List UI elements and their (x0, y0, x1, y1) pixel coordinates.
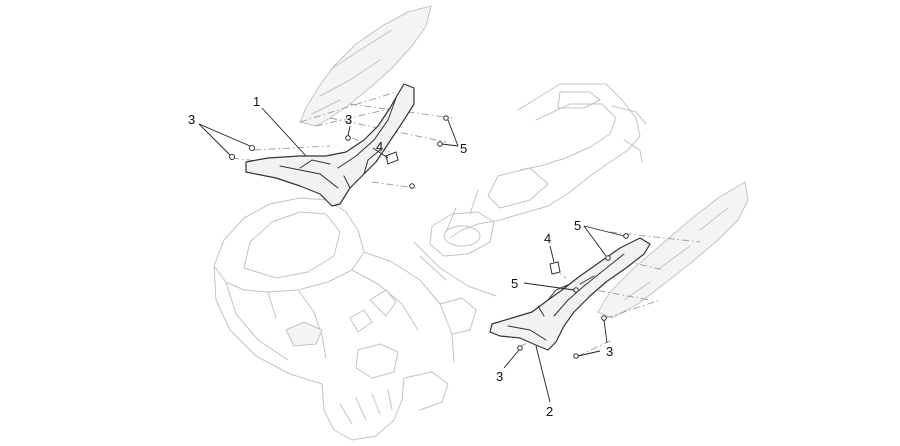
ghost-front-fairing (213, 197, 477, 441)
screw-5-upper-b (437, 141, 443, 147)
part-1-upper-bracket (245, 83, 415, 207)
callout-4-upper: 4 (376, 139, 383, 154)
callout-3-lower-right: 3 (606, 344, 613, 359)
screw-left-lower (229, 154, 235, 160)
callout-5-lower-mid: 5 (511, 276, 518, 291)
callout-2: 2 (546, 404, 553, 419)
callout-3-left: 3 (188, 112, 195, 127)
screw-left-upper (249, 145, 255, 151)
screw-3-bottom (573, 353, 579, 359)
assembly-lines (231, 91, 701, 357)
callout-5-lower-top: 5 (574, 218, 581, 233)
part-2-lower-bracket (489, 237, 651, 351)
fasteners (229, 115, 629, 359)
clip-4-lower (549, 261, 561, 275)
ghost-lower-side-panel (597, 181, 749, 319)
screw-5-lower-b (605, 255, 611, 261)
ghost-upper-side-panel (299, 5, 432, 127)
screw-5-lower-c (573, 287, 579, 293)
ghost-rear-frame (445, 83, 647, 239)
screw-3-right (601, 315, 607, 321)
callout-3-upper: 3 (345, 112, 352, 127)
callout-labels: 1 3 3 4 5 5 4 5 3 3 2 (188, 94, 613, 419)
ghost-seat-cavity (413, 211, 497, 297)
callout-4-lower: 4 (544, 231, 551, 246)
callout-1: 1 (253, 94, 260, 109)
clip-4-upper (385, 151, 399, 165)
screw-upper-center (345, 135, 351, 141)
leader-lines (198, 107, 625, 403)
screw-5-lower-a (623, 233, 629, 239)
screw-5-upper-a (443, 115, 449, 121)
callout-3-lower-left: 3 (496, 369, 503, 384)
screw-3-lower-left (517, 345, 523, 351)
callout-5-upper: 5 (460, 141, 467, 156)
screw-upper-right (409, 183, 415, 189)
